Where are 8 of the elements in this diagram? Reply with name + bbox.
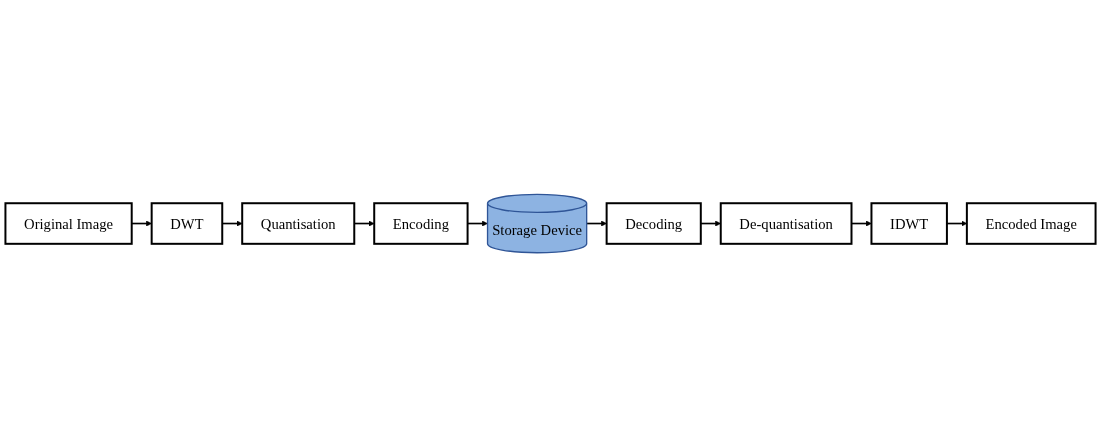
node-box: Decoding [605, 202, 702, 245]
node-box: De-quantisation [719, 202, 853, 245]
node-box: Quantisation [241, 202, 356, 245]
node-box: DWT [150, 202, 224, 245]
node-box: Original Image [4, 202, 133, 245]
node-box: Encoded Image [965, 202, 1097, 245]
node-box: IDWT [870, 202, 948, 245]
node-box: Encoding [373, 202, 469, 245]
